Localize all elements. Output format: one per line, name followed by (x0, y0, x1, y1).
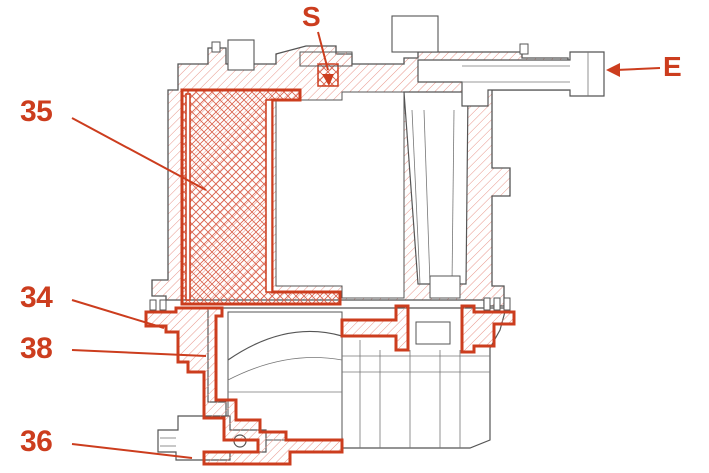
filter-element-35 (180, 88, 342, 306)
leader-34 (71, 299, 165, 329)
leader-35 (71, 117, 207, 191)
outlet-pipe (417, 51, 605, 107)
label-part-36: 36 (20, 425, 53, 458)
leader-lines (71, 31, 661, 459)
label-inlet-s: S (302, 1, 321, 32)
lower-bowl (207, 307, 507, 449)
arrowhead-S (322, 74, 334, 86)
label-part-38: 38 (20, 332, 53, 365)
arrowhead-E (606, 63, 620, 77)
seal-outline (144, 304, 516, 466)
seal-ridges (149, 297, 511, 311)
leader-36 (71, 443, 193, 459)
leader-S (317, 31, 329, 71)
label-part-35: 35 (20, 95, 53, 128)
leader-38 (71, 349, 207, 357)
label-part-34: 34 (20, 281, 53, 314)
leader-E (615, 67, 661, 71)
arrowheads (322, 63, 620, 86)
label-inlet-e: E (663, 51, 682, 82)
